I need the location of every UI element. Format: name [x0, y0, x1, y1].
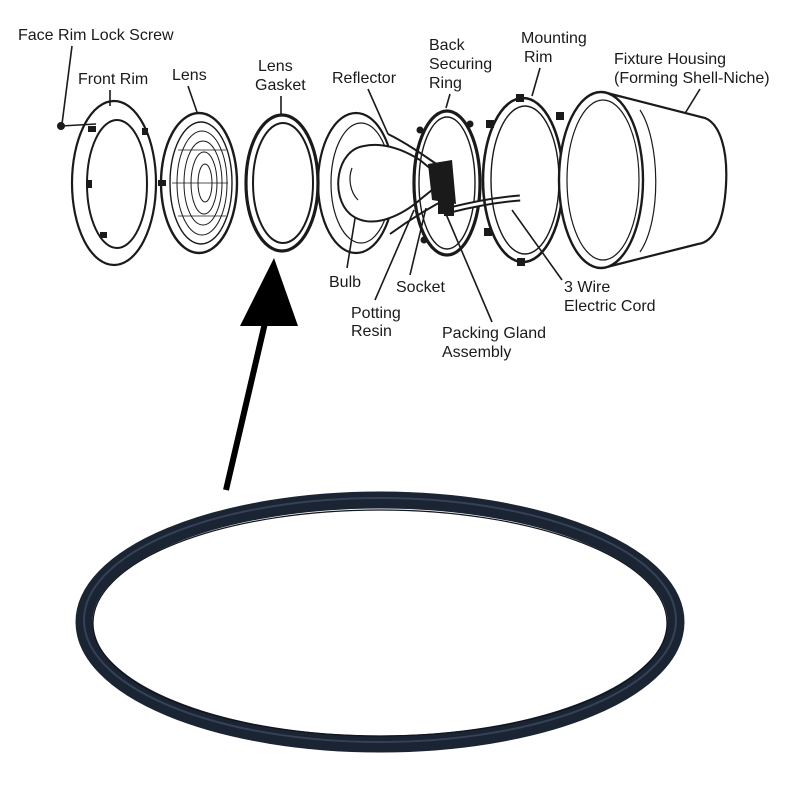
lens-gasket-inner: [252, 122, 314, 244]
back-ring-screw: [420, 236, 428, 244]
label-potting-resin-line1: Potting: [351, 305, 401, 322]
leader-face-rim-lock-screw: [61, 45, 73, 125]
exploded-parts: [57, 90, 728, 270]
packing-gland: [444, 202, 454, 216]
front-rim: [70, 99, 158, 267]
leader-packing-gland: [445, 213, 493, 323]
front-rim-outer: [70, 99, 158, 267]
part-labels: Face Rim Lock Screw Front Rim Lens Lens …: [18, 27, 770, 361]
label-back-securing-ring-line1: Back: [429, 37, 466, 54]
label-reflector: Reflector: [332, 70, 397, 87]
mounting-rim-outer: [481, 96, 565, 264]
gasket-ring-highlight: [83, 497, 677, 743]
face-rim-lock-screw: [57, 122, 97, 130]
mounting-rim-lug: [486, 120, 494, 128]
leader-back-securing-ring: [445, 93, 451, 109]
mounting-rim-lug: [516, 94, 524, 102]
label-potting-resin-line2: Resin: [351, 323, 392, 340]
back-ring-outer: [412, 109, 482, 257]
mounting-rim-inner: [490, 105, 560, 255]
housing-depth-line: [639, 109, 657, 253]
mounting-rim-lug: [484, 228, 492, 236]
label-face-rim-lock-screw: Face Rim Lock Screw: [18, 27, 174, 44]
leader-potting-resin: [374, 209, 415, 301]
leader-electric-cord: [511, 209, 563, 281]
label-electric-cord-line2: Electric Cord: [564, 298, 656, 315]
label-lens: Lens: [172, 67, 207, 84]
front-rim-tab: [100, 232, 107, 238]
fixture-housing: [557, 90, 728, 270]
gasket-ring-inner-edge: [92, 509, 668, 737]
screw-shaft: [60, 123, 97, 127]
leader-reflector: [367, 88, 389, 135]
label-front-rim: Front Rim: [78, 71, 148, 88]
label-back-securing-ring-line3: Ring: [429, 75, 462, 92]
label-lens-gasket-line1: Lens: [258, 58, 293, 75]
label-bulb: Bulb: [329, 274, 361, 291]
lens-gasket-outer: [244, 113, 320, 253]
mounting-rim-lug: [556, 112, 564, 120]
housing-lip: [566, 99, 640, 261]
label-lens-gasket-line2: Gasket: [255, 77, 306, 94]
pointer-arrow: [223, 258, 298, 491]
lens-gasket-product: [75, 491, 685, 753]
arrow-head: [240, 258, 298, 326]
label-fixture-housing-line2: (Forming Shell-Niche): [614, 70, 770, 87]
label-packing-gland-line1: Packing Gland: [442, 325, 546, 342]
front-rim-tab: [88, 126, 96, 132]
socket-body: [428, 160, 456, 204]
lens: [158, 111, 239, 255]
back-ring-screw: [466, 120, 474, 128]
lens-gasket-diagram: [244, 113, 320, 253]
label-mounting-rim-line1: Mounting: [521, 30, 587, 47]
back-securing-ring: [412, 109, 482, 257]
label-fixture-housing-line1: Fixture Housing: [614, 51, 726, 68]
lens-clip: [158, 180, 166, 186]
packing-gland-and-cord: [444, 194, 521, 216]
leader-mounting-rim: [531, 67, 541, 97]
mounting-rim-lug: [517, 258, 525, 266]
housing-opening: [557, 90, 645, 270]
leader-lens: [187, 85, 198, 113]
label-electric-cord-line1: 3 Wire: [564, 279, 610, 296]
lens-ring: [169, 121, 233, 245]
front-rim-tab: [142, 128, 148, 135]
bulb-glass: [337, 144, 433, 223]
front-rim-tab: [86, 180, 92, 188]
label-packing-gland-line2: Assembly: [442, 344, 511, 361]
front-rim-inner: [86, 119, 148, 249]
back-ring-inner: [418, 116, 476, 250]
electric-cord-center: [449, 196, 521, 212]
bulb-highlight: [349, 167, 359, 201]
label-back-securing-ring-line2: Securing: [429, 56, 492, 73]
arrow-shaft: [223, 309, 271, 491]
label-socket: Socket: [396, 279, 445, 296]
label-mounting-rim-line2: Rim: [524, 49, 552, 66]
bulb: [337, 144, 433, 223]
back-ring-screw: [416, 126, 424, 134]
